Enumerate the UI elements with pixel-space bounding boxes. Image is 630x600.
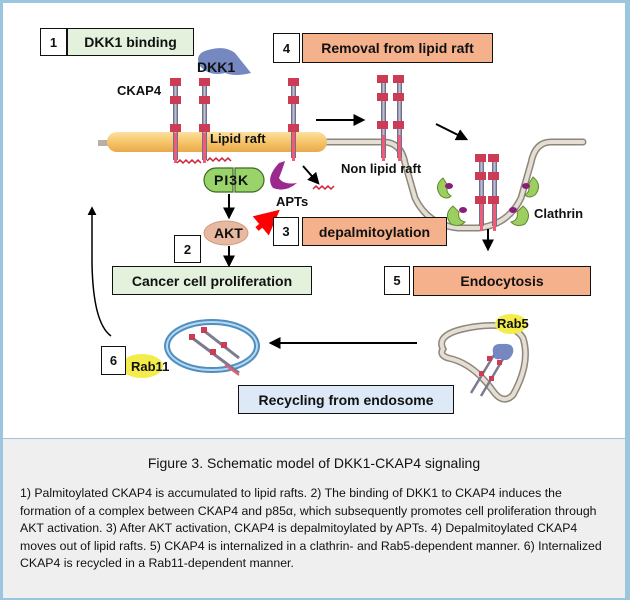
clathrin-label: Clathrin [534,206,584,221]
rab11-protein [121,354,163,378]
ckap4-internalized [469,354,505,397]
signaling-diagram: 1 DKK1 binding 4 Removal from lipid raft… [3,3,625,436]
dkk1-internalized [492,343,514,361]
lipid-raft [107,132,327,152]
dkk1-protein [198,48,251,75]
step-3-label: depalmitoylation [302,217,447,246]
palmitoyl-chain [176,158,202,165]
akt-protein [203,220,249,246]
ckap4-receptor-nonraft [377,75,404,161]
step-2-number: 2 [174,235,201,263]
arrow-to-pit [435,123,469,141]
ckap4-receptor-1 [170,78,202,165]
rab11-label: Rab11 [131,359,170,374]
step-1-label: DKK1 binding [67,28,194,56]
ckap4-label: CKAP4 [117,83,162,98]
rab5-label: Rab5 [497,316,529,331]
lipid-raft-label: Lipid raft [210,131,266,146]
non-lipid-raft-label: Non lipid raft [341,161,422,176]
pi3k-complex [203,167,265,193]
step-4-label: Removal from lipid raft [302,33,493,63]
rab5-protein [495,314,527,334]
ckap4-receptor-2 [199,78,232,163]
membrane-stub [98,140,112,146]
step-5-label: Endocytosis [413,266,591,296]
ckap4-recycling [189,327,240,376]
clathrin-coat [437,176,539,227]
released-palmitate [312,184,335,191]
arrow-apt-release [302,165,320,185]
step-4-number: 4 [273,33,300,63]
step-3-number: 3 [273,217,299,246]
plasma-membrane [98,138,587,232]
ckap4-receptor-3 [288,78,299,161]
step-6-number: 6 [101,346,126,375]
ckap4-receptor-endocytosing [475,154,499,231]
caption-body: 1) Palmitoylated CKAP4 is accumulated to… [20,486,602,570]
figure-frame: 1 DKK1 binding 4 Removal from lipid raft… [3,3,625,598]
apts-label: APTs [276,194,309,209]
step-6-label: Recycling from endosome [238,385,454,414]
step-2-label: Cancer cell proliferation [112,266,312,295]
palmitoyl-chain [206,156,232,163]
diagram-graphics [87,48,587,403]
arrow-recycle-to-membrane [87,206,112,337]
caption-title: Figure 3. Schematic model of DKK1-CKAP4 … [147,455,481,471]
step-1-number: 1 [40,28,67,56]
dkk1-label: DKK1 [197,59,236,75]
pi3k-label: PI3K [214,172,250,188]
apt-enzyme [270,161,297,190]
early-endosome [438,321,529,403]
step-5-number: 5 [384,266,410,295]
figure-caption: Figure 3. Schematic model of DKK1-CKAP4 … [3,438,625,598]
akt-label: AKT [214,225,243,241]
arrow-akt-apt [252,209,280,236]
